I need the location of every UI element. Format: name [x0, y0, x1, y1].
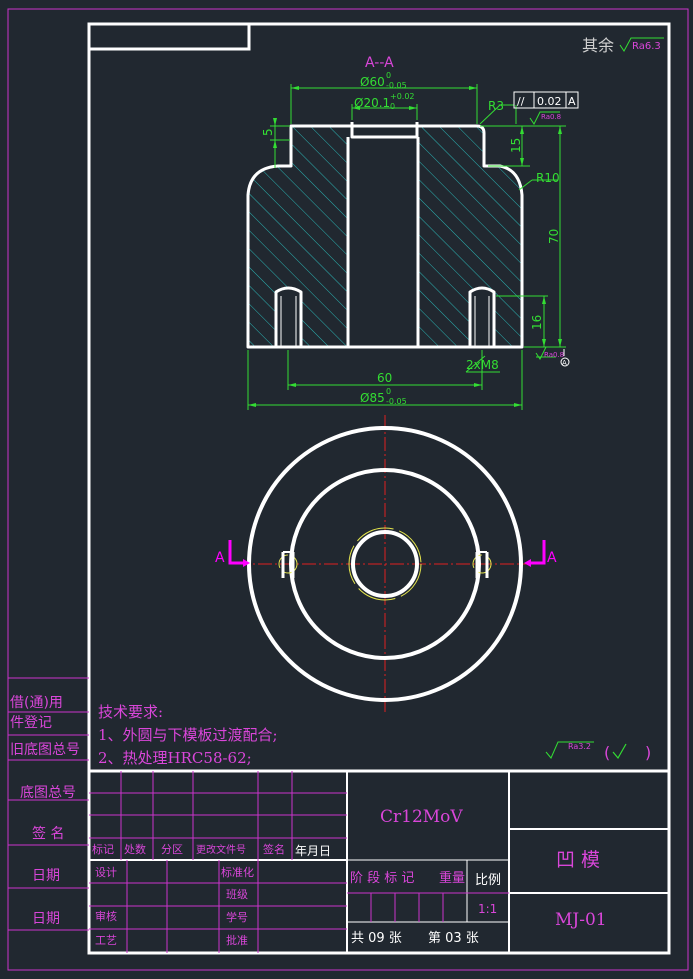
side-label-date-1: 日期	[32, 868, 60, 884]
col-mark: 标记	[92, 842, 114, 856]
section-hatch	[248, 126, 522, 347]
side-label-old-drawing-no: 旧底图总号	[10, 742, 80, 758]
roughness-bottom: Ra0.8	[535, 346, 566, 360]
col-change-doc: 更改文件号	[196, 843, 246, 856]
label-approve: 批准	[226, 933, 248, 947]
dimension-lines	[247, 84, 566, 410]
section-label: A--A	[365, 55, 394, 71]
section-marker-right: A	[524, 540, 557, 567]
col-sign: 签名	[263, 842, 285, 856]
inner-circle-thread	[348, 527, 422, 601]
parallelism-datum: A	[568, 95, 576, 108]
col-count: 处数	[124, 843, 146, 856]
dim-r3: R3	[488, 99, 504, 113]
part-name: 凹 模	[556, 849, 600, 871]
total-sheets: 共 09 张	[351, 931, 402, 946]
material: Cr12MoV	[380, 807, 463, 827]
scale-value: 1:1	[478, 902, 497, 916]
side-label-register: 件登记	[10, 715, 52, 731]
dim-phi20: Ø20.1	[354, 96, 390, 110]
parallelism-symbol: //	[517, 95, 525, 108]
dim-phi85-tol-upper: 0	[386, 387, 391, 396]
side-label-signature: 签 名	[32, 825, 64, 842]
dim-phi85: Ø85	[360, 391, 385, 405]
dim-60: 60	[377, 371, 392, 385]
parallelism-frame: // 0.02 A	[513, 91, 579, 109]
label-design: 设计	[95, 866, 117, 879]
dim-phi20-tol-lower: 0	[390, 102, 395, 111]
section-marker-left: A	[215, 540, 250, 567]
datum-symbol: A	[560, 349, 570, 367]
bottom-ra-open: (	[604, 743, 610, 762]
dim-r10: R10	[536, 171, 560, 185]
notes-line-1: 1、外圆与下模板过渡配合;	[98, 726, 278, 744]
col-date: 年月日	[295, 844, 331, 858]
side-label-borrow: 借(通)用	[10, 695, 63, 711]
dim-16: 16	[530, 315, 544, 330]
title-block-grid	[89, 771, 444, 953]
sheet-number: 第 03 张	[428, 931, 479, 946]
roughness-other-prefix: 其余	[582, 36, 614, 55]
col-zone: 分区	[161, 843, 183, 856]
label-standardize: 标准化	[221, 865, 254, 879]
side-label-drawing-no: 底图总号	[20, 785, 76, 801]
dim-70: 70	[547, 229, 561, 244]
section-marker-left-text: A	[215, 550, 225, 566]
label-stage: 阶 段 标 记	[350, 871, 414, 886]
notes-line-2: 2、热处理HRC58-62;	[98, 749, 252, 767]
drawing-number: MJ-01	[555, 910, 607, 930]
bottom-ra-value: Ra3.2	[568, 742, 591, 751]
label-scale: 比例	[475, 873, 501, 888]
dim-phi60-tol-lower: -0.05	[386, 81, 407, 90]
roughness-top: Ra0.8	[529, 111, 561, 125]
side-label-date-2: 日期	[32, 911, 60, 927]
bottom-roughness-note: Ra3.2 ( )	[545, 741, 651, 762]
notes-heading: 技术要求:	[98, 703, 163, 721]
tapped-hole-lines	[280, 296, 490, 347]
section-marker-right-text: A	[547, 550, 557, 566]
ra-bottom: Ra0.8	[544, 351, 564, 359]
right-tapped-hole	[472, 551, 492, 578]
thread-note: 2xM8	[466, 358, 499, 372]
top-view: A A	[215, 415, 557, 712]
left-tapped-hole	[278, 551, 298, 578]
label-review: 审核	[95, 909, 117, 923]
side-register-lines	[8, 677, 89, 931]
roughness-other-symbol	[619, 37, 664, 52]
dim-phi60-tol-upper: 0	[386, 71, 391, 80]
label-process: 工艺	[95, 934, 117, 947]
label-weight: 重量	[439, 870, 465, 886]
bottom-ra-close: )	[645, 743, 651, 762]
dim-phi20-tol-upper: +0.02	[390, 92, 415, 101]
roughness-other-value: Ra6.3	[632, 41, 661, 52]
inner-circle	[351, 530, 419, 598]
dim-phi85-tol-lower: -0.05	[386, 397, 407, 406]
dim-15: 15	[509, 138, 523, 153]
datum-symbol-text: A	[562, 359, 567, 367]
label-class: 班级	[226, 888, 248, 901]
section-outline	[246, 122, 524, 349]
parallelism-value: 0.02	[537, 95, 562, 108]
label-student-no: 学号	[226, 910, 248, 924]
dimension-arrows	[248, 86, 562, 407]
ra-top: Ra0.8	[541, 113, 561, 121]
title-block	[89, 769, 669, 953]
outer-border	[7, 8, 689, 971]
main-frame	[87, 22, 671, 955]
middle-circle	[289, 468, 481, 660]
dim-phi60: Ø60	[360, 75, 385, 89]
top-left-box	[89, 24, 251, 51]
outer-circle	[247, 426, 523, 702]
dim-5: 5	[261, 128, 275, 136]
